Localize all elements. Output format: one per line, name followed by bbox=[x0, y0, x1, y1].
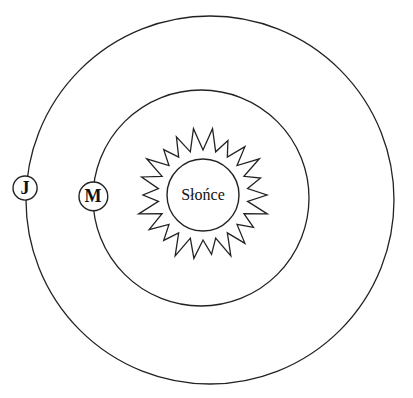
mercury-circle: M bbox=[78, 181, 109, 212]
node-label: Słońce bbox=[181, 187, 225, 203]
circle-shape bbox=[167, 159, 239, 231]
inner-orbit bbox=[93, 90, 309, 306]
sun-rays bbox=[139, 129, 268, 259]
circle-shape bbox=[13, 176, 37, 200]
node-label: J bbox=[20, 179, 29, 197]
sun-circle: Słońce bbox=[166, 158, 240, 232]
outer-orbit bbox=[26, 16, 394, 384]
node-label: M bbox=[84, 187, 101, 205]
jupiter-circle: J bbox=[12, 175, 38, 201]
circle-shape bbox=[79, 182, 108, 211]
